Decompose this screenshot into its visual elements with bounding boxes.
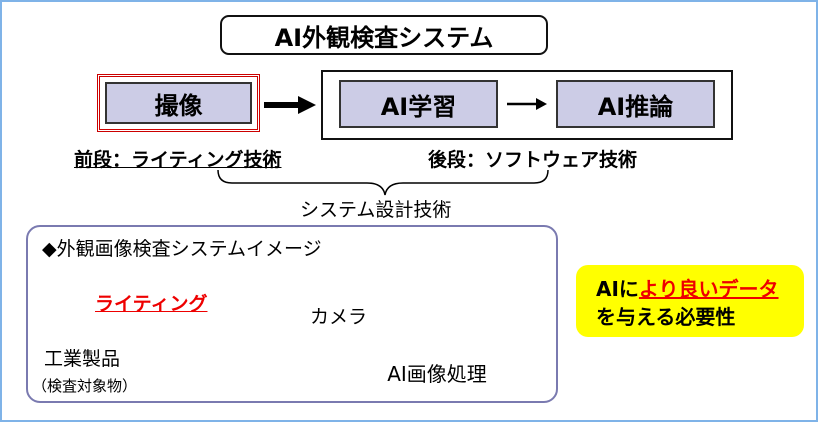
front-phase-label: 前段：ライティング技術 (74, 149, 282, 171)
back-phase-label: 後段：ソフトウェア技術 (428, 149, 638, 171)
lighting-label: ライティング (95, 293, 208, 315)
page-title: AI外観検査システム (220, 15, 548, 55)
ai-inference-stage: AI推論 (556, 80, 715, 128)
callout-line-1: AIにより良いデータ (596, 275, 792, 303)
system-design-label: システム設計技術 (300, 199, 452, 221)
ai-learning-stage: AI学習 (339, 80, 498, 128)
learn-to-infer-arrow-icon (507, 98, 547, 110)
panel-title: ◆外観画像検査システムイメージ (42, 238, 322, 260)
product-note: （検査対象物） (32, 377, 138, 395)
ai-processing-label: AI画像処理 (387, 361, 487, 386)
system-brace-icon (217, 169, 549, 196)
callout-highlight: より良いデータ (638, 277, 779, 301)
capture-stage: 撮像 (105, 82, 252, 124)
camera-label: カメラ (310, 306, 368, 328)
product-label: 工業製品 (44, 348, 121, 370)
system-image-panel (26, 225, 558, 403)
main-flow-arrow-icon (264, 96, 316, 114)
callout-prefix: AIに (596, 277, 639, 301)
callout-box: AIにより良いデータ を与える必要性 (576, 265, 804, 337)
callout-line-2: を与える必要性 (596, 305, 736, 329)
